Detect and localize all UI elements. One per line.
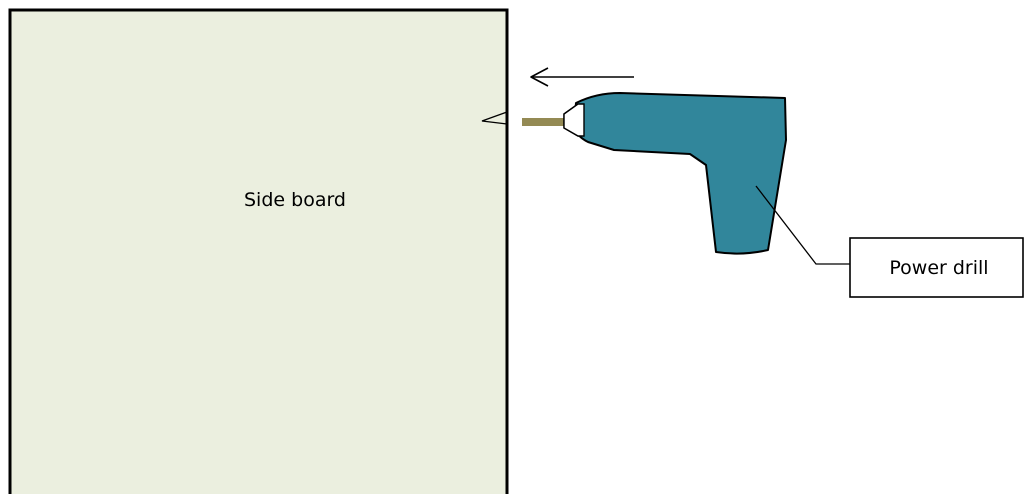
side-board-label: Side board: [244, 189, 346, 211]
drill-bit: [522, 118, 564, 126]
callout-label: Power drill: [889, 257, 988, 279]
power-drill-callout: Power drill: [850, 238, 1023, 297]
side-board: Side board: [10, 10, 507, 494]
power-drill: [522, 93, 786, 254]
side-board-panel: [10, 10, 507, 494]
drill-chuck-front: [564, 104, 584, 136]
drill-body: [574, 93, 786, 254]
direction-arrow: [531, 68, 634, 86]
